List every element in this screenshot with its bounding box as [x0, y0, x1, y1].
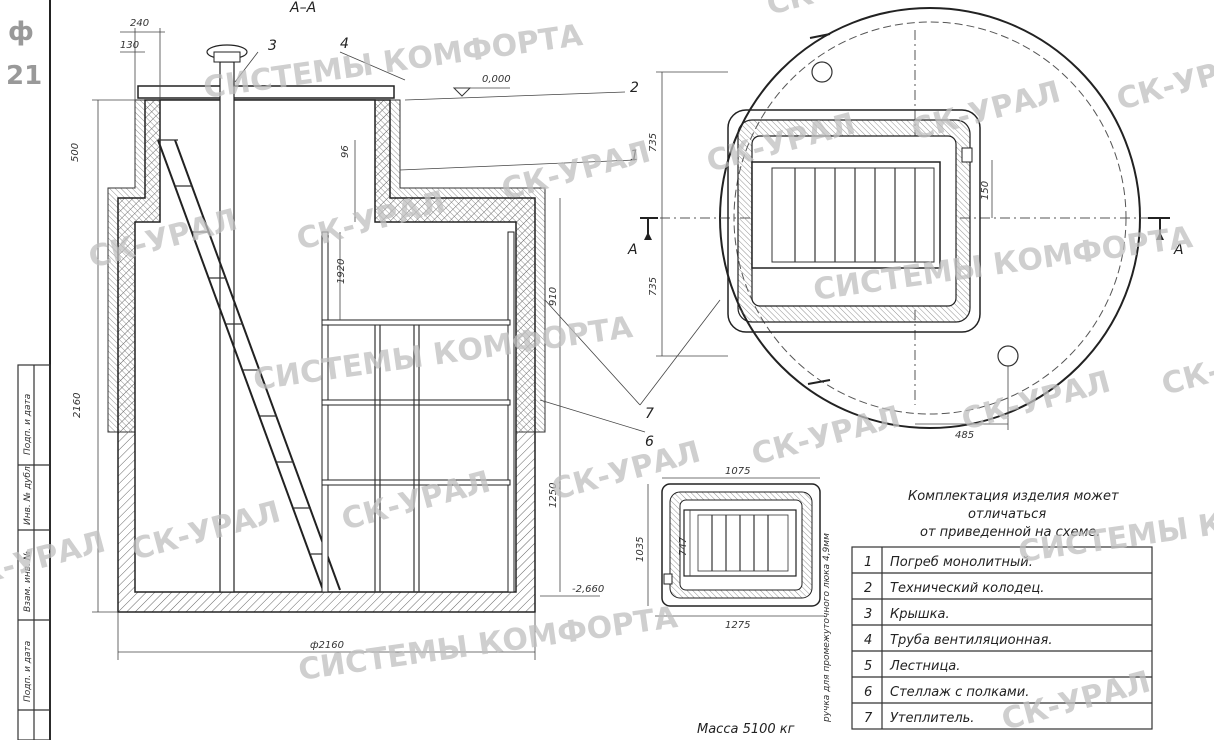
table-row-1-name: Погреб монолитный. [890, 555, 1033, 570]
dim-150: 150 [980, 181, 991, 200]
note-line-3: от приведенной на схеме. [920, 525, 1100, 540]
dim-747: 747 [678, 536, 689, 556]
callout-2: 2 [630, 80, 639, 96]
watermark-skural: СК-УРАЛ [908, 75, 1064, 148]
watermark-skural: СК-УРАЛ [748, 400, 904, 473]
watermark-systems: СИСТЕМЫ КОМФОРТА [296, 600, 680, 688]
note-line-1: Комплектация изделия может [908, 489, 1119, 504]
dim-1250: 1250 [548, 483, 559, 508]
stamp-labels: Подп. и дата Инв. № дубл. Взам. инв. № П… [23, 394, 33, 702]
table-row-3-num: 3 [864, 607, 872, 622]
table-row-5-name: Лестница. [889, 659, 960, 674]
table-row-4-name: Труба вентиляционная. [890, 633, 1052, 648]
table-row-7-num: 7 [864, 711, 873, 726]
section-marker-left: А [627, 242, 638, 258]
well-detail-view: 1075 1275 1035 747 [635, 466, 825, 631]
note-line-2: отличаться [968, 507, 1046, 522]
stamp-label-3: Взам. инв. № [23, 551, 33, 612]
dim-0000: 0,000 [482, 74, 511, 85]
watermark-skural: СК-УРАЛ [998, 665, 1154, 738]
table-row-7-name: Утеплитель. [890, 711, 974, 726]
dim-1075: 1075 [725, 466, 750, 477]
parts-table: 1 Погреб монолитный. 2 Технический колод… [851, 546, 1153, 730]
drawing-border [17, 0, 51, 740]
dim-1275: 1275 [725, 620, 750, 631]
dim-96: 96 [340, 145, 351, 158]
watermark-skural: СК-УРАЛ [498, 135, 654, 208]
note-block: Комплектация изделия может отличаться от… [908, 489, 1119, 540]
dim-240: 240 [130, 18, 149, 29]
dim-1920: 1920 [336, 259, 347, 284]
table-row-5-num: 5 [864, 659, 872, 674]
corner-label-21: 21 [6, 61, 42, 91]
dim-735-bottom: 735 [648, 277, 659, 296]
callouts: 3 4 2 1 7 6 [234, 36, 721, 450]
callout-7: 7 [645, 406, 654, 422]
watermark-skural: СК-УРАЛ [1158, 330, 1214, 403]
callout-3: 3 [268, 38, 277, 54]
watermark-skural: СК-УРАЛ [1113, 45, 1214, 118]
dim-735-top: 735 [648, 133, 659, 152]
callout-1: 1 [630, 148, 639, 164]
stamp-label-4: Подп. и дата [23, 641, 33, 702]
table-row-2-name: Технический колодец. [890, 581, 1044, 596]
callout-6: 6 [645, 434, 654, 450]
table-row-6-name: Стеллаж с полками. [890, 685, 1029, 700]
dim-1035: 1035 [635, 537, 646, 562]
mass-label: Масса 5100 кг [697, 722, 795, 737]
dim-500: 500 [70, 143, 81, 162]
section-marker-right: А [1173, 242, 1184, 258]
table-row-3-name: Крышка. [890, 607, 950, 622]
dim-130: 130 [120, 40, 139, 51]
section-label: А–А [289, 0, 316, 16]
dim-485: 485 [955, 430, 974, 441]
watermark-skural: СК-УРАЛ [958, 365, 1114, 438]
callout-4: 4 [340, 36, 349, 52]
table-row-6-num: 6 [864, 685, 872, 700]
dim-minus-2660: -2,660 [572, 584, 604, 595]
watermark-skural: СК-УРАЛ [0, 525, 109, 598]
plan-view: А А 735 735 150 485 [627, 7, 1184, 441]
table-row-2-num: 2 [864, 581, 872, 596]
dim-910: 910 [548, 287, 559, 306]
vertical-note: ручка для промежуточного люка 4,9мм [822, 533, 832, 723]
dim-phi-2160: ф2160 [310, 640, 344, 651]
table-row-1-num: 1 [864, 555, 872, 570]
table-row-4-num: 4 [864, 633, 872, 648]
stamp-label-1: Подп. и дата [23, 394, 33, 455]
dim-2160: 2160 [72, 393, 83, 418]
corner-label-f: ф [8, 17, 34, 47]
cellar-section-view [107, 44, 546, 613]
section-dimensions: 240 130 500 96 0,000 1920 910 2160 1250 … [70, 18, 604, 660]
stamp-label-2: Инв. № дубл. [23, 463, 33, 525]
